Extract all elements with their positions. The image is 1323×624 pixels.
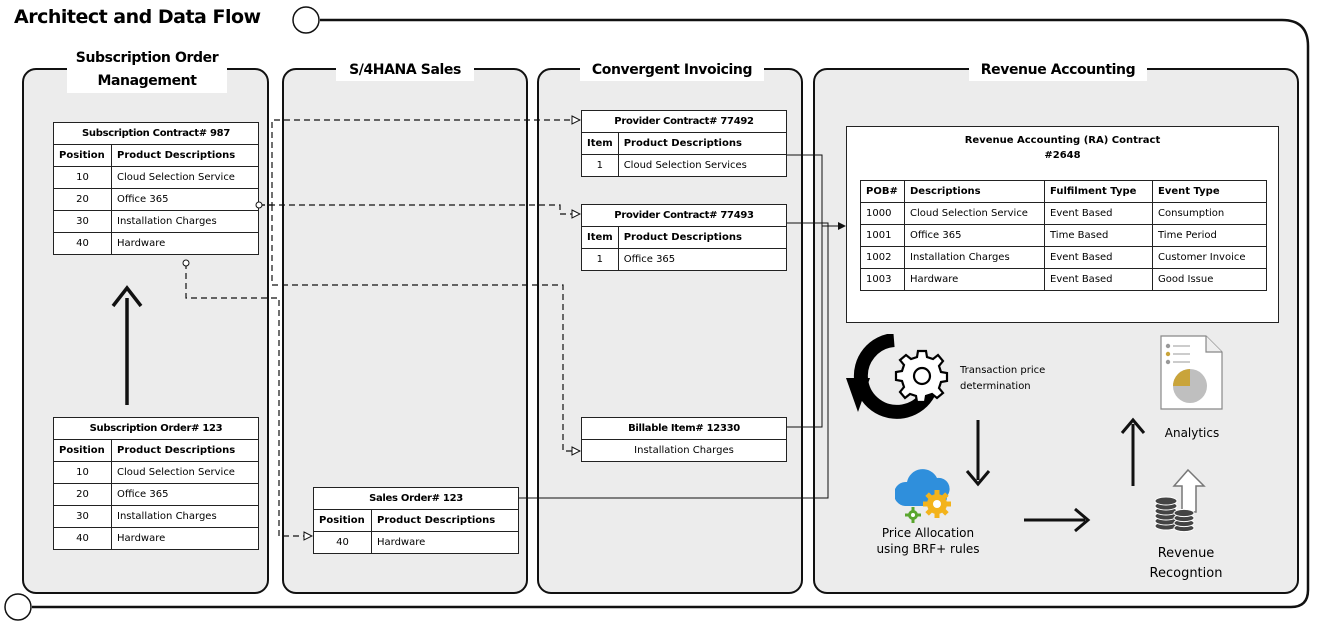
description-cell: Installation Charges	[581, 439, 787, 462]
dashed-connector	[259, 120, 580, 206]
item-cell: 1	[581, 154, 619, 177]
panel-title-som: Subscription Order Management	[67, 47, 227, 93]
analytics-label: Analytics	[1164, 426, 1220, 440]
down-arrow-head	[965, 470, 991, 487]
table-row: Installation Charges	[581, 439, 787, 462]
transaction-price-label: Transaction price determination	[960, 365, 1046, 392]
solid-connector	[787, 222, 829, 226]
frame-start-circle	[292, 6, 320, 34]
dashed-connector	[185, 263, 312, 536]
dashed-connector	[259, 204, 580, 214]
refresh-gear-icon	[846, 334, 949, 419]
description-cell: Hardware	[904, 268, 1045, 291]
billable-item-table: Billable Item# 12330 Installation Charge…	[581, 417, 787, 462]
analytics-report-icon	[1160, 335, 1223, 410]
event-cell: Good Issue	[1152, 268, 1267, 291]
coins-upload-icon	[1154, 468, 1206, 533]
right-arrow-head	[1074, 507, 1091, 533]
description-cell: Office 365	[617, 248, 788, 271]
description-cell: Hardware	[111, 232, 259, 255]
page-title: Architect and Data Flow	[14, 6, 261, 28]
ra-contract-table: POB# Descriptions Fulfilment Type Event …	[860, 180, 1267, 291]
description-cell: Cloud Selection Services	[617, 154, 788, 177]
connector-dot	[182, 259, 190, 267]
position-cell: 40	[53, 232, 112, 255]
item-cell: 1	[581, 248, 619, 271]
dashed-connector	[271, 205, 580, 451]
pob-cell: 1003	[860, 268, 905, 291]
frame-end-circle	[4, 593, 32, 621]
ra-contract-title: Revenue Accounting (RA) Contract	[964, 135, 1161, 146]
solid-connector	[519, 226, 829, 499]
panel-title-ra: Revenue Accounting	[969, 59, 1147, 81]
solid-connector	[787, 154, 846, 230]
connector-dot	[255, 201, 263, 209]
solid-connector	[787, 226, 823, 428]
panel-title-s4: S/4HANA Sales	[336, 59, 474, 81]
revenue-recognition-label: Revenue Recogntion	[1149, 546, 1223, 581]
description-cell: Hardware	[111, 527, 259, 550]
cloud-gears-icon	[895, 469, 951, 523]
up-arrow-head	[111, 285, 143, 308]
ra-contract-number: #2648	[1044, 150, 1081, 161]
up-arrow-analytics-head	[1120, 417, 1146, 434]
description-cell: Hardware	[371, 531, 519, 554]
panel-title-ci: Convergent Invoicing	[580, 59, 764, 81]
ra-contract-box: Revenue Accounting (RA) Contract #2648 P…	[846, 126, 1279, 323]
price-allocation-label: Price Allocation using BRF+ rules	[876, 526, 980, 556]
